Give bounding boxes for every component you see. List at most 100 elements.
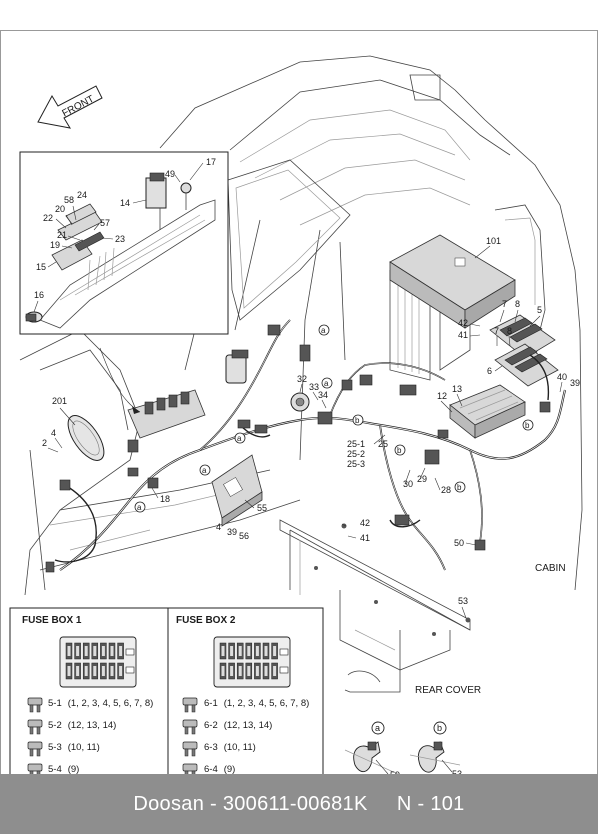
fuse-icon (27, 719, 43, 735)
callout-25: 25 (378, 439, 388, 449)
fuse-icon (27, 697, 43, 713)
callout-28: 28 (441, 485, 451, 495)
footer-caption: Doosan - 300611-00681K N - 101 (0, 774, 598, 834)
cabin-label: CABIN (535, 563, 566, 574)
controller-55 (211, 454, 263, 527)
fuse-slot-window (273, 646, 277, 656)
fuse-box-1-row-4: 5-4(9) (48, 764, 79, 775)
callout-4b: 4 (216, 522, 221, 532)
callout-41b: 41 (360, 533, 370, 543)
callout-21: 21 (57, 230, 67, 240)
callout-29: 29 (417, 474, 427, 484)
fuse-slot-window (76, 646, 80, 656)
detail-a-letter: a (375, 723, 380, 733)
fuse-slot-window (238, 666, 242, 676)
footer-page: N - 101 (396, 792, 465, 815)
callout-33: 33 (309, 382, 319, 392)
callout-39b: 39 (227, 527, 237, 537)
svg-text:b: b (457, 483, 462, 492)
footer-brand: Doosan (133, 792, 205, 815)
ecu-unit (389, 234, 516, 329)
fuse-icon (182, 719, 198, 735)
fuse-slot-window (255, 666, 259, 676)
fuse-puller (279, 666, 289, 674)
fuse-box-2-row-3: 6-3(10, 11) (204, 742, 256, 753)
fuse-box-1-panel: FUSE BOX 1 5-1(1, 2, 3, 4, 5, 6, 7, 8) 5… (9, 607, 169, 793)
callout-7b: 7 (494, 326, 499, 336)
leader-lines (47, 245, 563, 619)
callout-25-3: 25-3 (347, 459, 365, 469)
rear-cover-label: REAR COVER (415, 685, 481, 696)
callout-50: 50 (454, 538, 464, 548)
fuse-slot-window (110, 666, 114, 676)
fuse-slot-window (230, 666, 234, 676)
connector-group (45, 324, 551, 573)
callout-23: 23 (115, 234, 125, 244)
callout-7a: 7 (502, 299, 507, 309)
callout-13: 13 (452, 384, 462, 394)
horn-32 (290, 392, 310, 412)
fuse-puller (125, 666, 135, 674)
fuse-slot-window (84, 646, 88, 656)
svg-text:a: a (137, 503, 142, 512)
fuse-box-2-row-4: 6-4(9) (204, 764, 235, 775)
fuse-box-2-title: FUSE BOX 2 (176, 615, 236, 626)
callout-14: 14 (120, 198, 130, 208)
fuse-icon (182, 741, 198, 757)
fuse-slot-window (84, 666, 88, 676)
callout-58: 58 (64, 195, 74, 205)
fuse-box-1-row-1: 5-1(1, 2, 3, 4, 5, 6, 7, 8) (48, 698, 153, 709)
callout-34: 34 (318, 390, 328, 400)
fuse-box-1-row-2: 5-2(12, 13, 14) (48, 720, 116, 731)
callout-17: 17 (206, 157, 216, 167)
callout-24: 24 (77, 190, 87, 200)
fuse-slot-window (93, 666, 97, 676)
callout-41a: 41 (458, 330, 468, 340)
fuse-box-1-title: FUSE BOX 1 (22, 615, 82, 626)
callout-55: 55 (257, 503, 267, 513)
callout-8b: 8 (507, 326, 512, 336)
fuse-slot-window (67, 666, 71, 676)
svg-text:a: a (321, 326, 326, 335)
svg-text:a: a (237, 434, 242, 443)
callout-20: 20 (55, 204, 65, 214)
fuse-slot-window (255, 646, 259, 656)
callout-53: 53 (458, 596, 468, 606)
callout-16: 16 (34, 290, 44, 300)
svg-text:b: b (355, 416, 360, 425)
inset-leader-lines (33, 162, 204, 414)
callout-18: 18 (160, 494, 170, 504)
detail-b: b 53 (409, 721, 462, 779)
fuse-box-2-row-1: 6-1(1, 2, 3, 4, 5, 6, 7, 8) (204, 698, 309, 709)
relay-box (449, 384, 526, 439)
fuse-slot-window (101, 666, 105, 676)
fuse-slot-window (247, 646, 251, 656)
callout-19: 19 (50, 240, 60, 250)
detail-b-letter: b (437, 723, 442, 733)
callout-25-2: 25-2 (347, 449, 365, 459)
callout-56: 56 (239, 531, 249, 541)
callout-49: 49 (165, 169, 175, 179)
callout-30: 30 (403, 479, 413, 489)
fuse-slot-window (67, 646, 71, 656)
fuse-puller (279, 648, 289, 656)
svg-text:a: a (202, 466, 207, 475)
callout-42a: 42 (458, 318, 468, 328)
callout-101: 101 (486, 236, 501, 246)
fuse-box-1-row-3: 5-3(10, 11) (48, 742, 100, 753)
front-arrow-icon (37, 85, 103, 129)
footer-separator: - (204, 792, 223, 815)
fuse-puller (125, 648, 135, 656)
callout-8a: 8 (515, 299, 520, 309)
callout-4a: 4 (51, 428, 56, 438)
fuse-slot-window (230, 646, 234, 656)
rear-cover-plate (279, 519, 471, 693)
fuse-box-2-row-2: 6-2(12, 13, 14) (204, 720, 272, 731)
fuse-slot-window (110, 646, 114, 656)
fuse-slot-window (264, 666, 268, 676)
clamp-markers: a a b a a a b b b (134, 324, 534, 513)
callout-40: 40 (557, 372, 567, 382)
callout-6: 6 (487, 366, 492, 376)
callout-42b: 42 (360, 518, 370, 528)
